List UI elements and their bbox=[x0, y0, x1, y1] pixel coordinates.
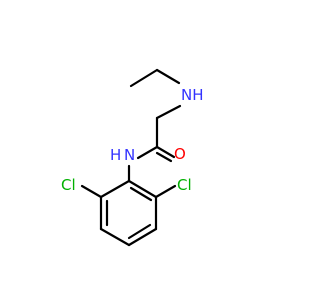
bond-carbonyl-amide-n bbox=[136, 145, 159, 160]
bond-ring-4 bbox=[99, 227, 131, 247]
chlorine-left-label: Cl bbox=[61, 176, 76, 194]
bond-ethyl-ch2-nh bbox=[155, 68, 181, 85]
amide-n-label: N bbox=[124, 146, 135, 164]
bond-ring-3 bbox=[127, 227, 158, 247]
bond-ring-inner-1 bbox=[129, 186, 153, 202]
bond-ring-cl-right bbox=[154, 184, 177, 199]
molecule-structure: NH H N O Cl Cl bbox=[61, 68, 204, 247]
chlorine-right-label: Cl bbox=[177, 176, 192, 194]
bond-ring-cl-left bbox=[80, 184, 103, 199]
bond-ring-1 bbox=[127, 179, 158, 199]
carbonyl-o-label: O bbox=[174, 145, 186, 163]
bond-nh-ch2 bbox=[155, 104, 182, 120]
bond-ethyl-ch3-ch2 bbox=[129, 68, 159, 88]
bond-ring-6 bbox=[99, 179, 131, 199]
amine-nh-label: NH bbox=[181, 86, 204, 104]
bond-ring-inner-2 bbox=[127, 223, 152, 240]
bond-carbonyl-o-2 bbox=[155, 151, 173, 163]
amide-h-label: H bbox=[110, 146, 121, 164]
bond-carbonyl-o-1 bbox=[155, 145, 176, 159]
